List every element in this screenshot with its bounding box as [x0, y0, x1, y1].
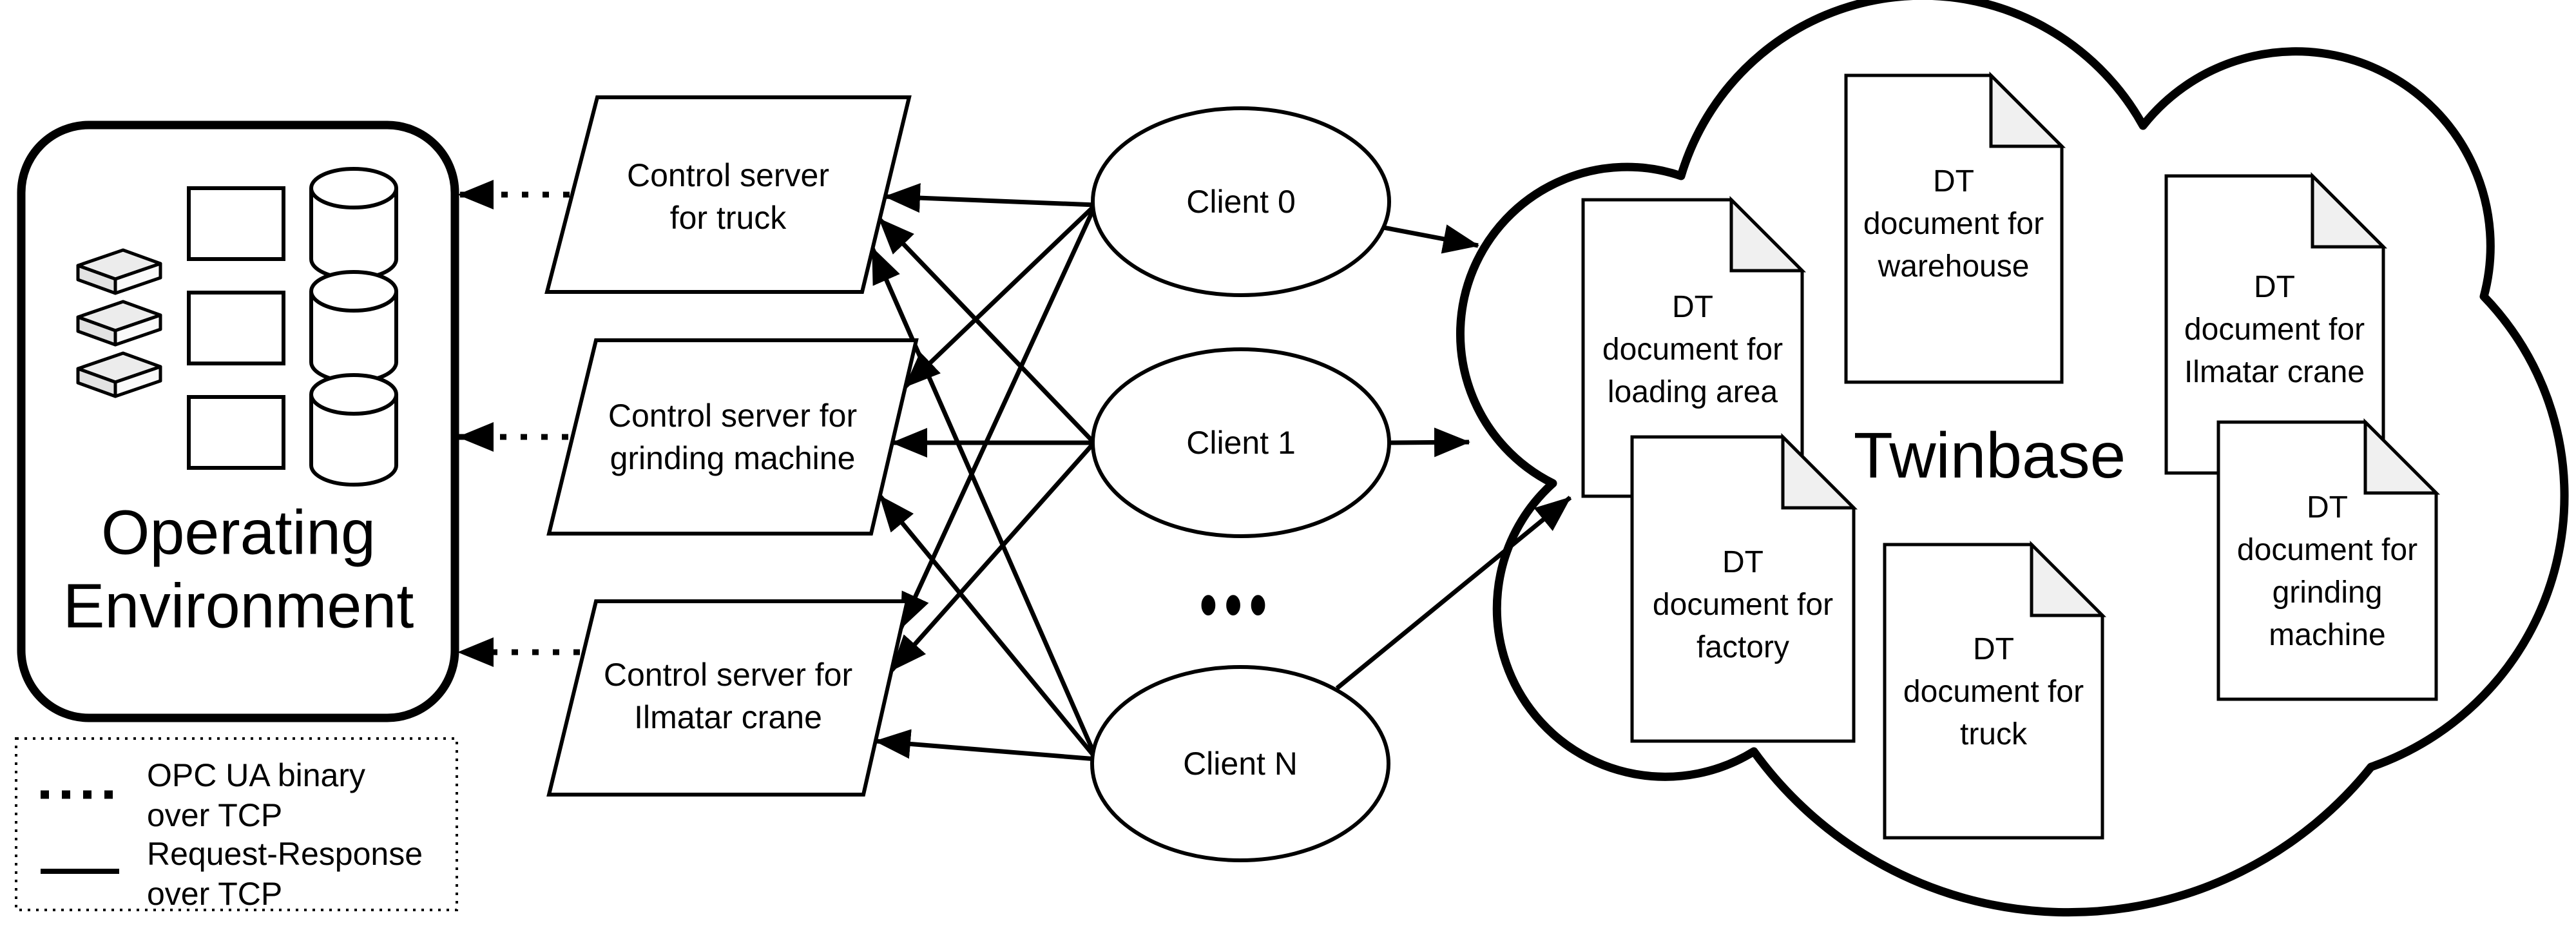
slab-stack-icon: [76, 248, 162, 398]
arrow-clientN-ilmatar-server: [874, 729, 1097, 762]
arrow-clientN-cloud: [1335, 496, 1572, 690]
arrow-client0-truck-server: [884, 183, 1096, 213]
dt-document-grinding-machine-label: DT document for grinding machine: [2236, 490, 2418, 652]
arrow-clientN-grinding-server: [878, 494, 1099, 761]
client-cloud-arrows: [1335, 224, 1572, 690]
dt-document-truck: [1883, 540, 2107, 840]
process-squares-icon: [187, 186, 285, 470]
dt-document-grinding-machine: [2216, 418, 2441, 701]
client-1-label: Client 1: [1186, 425, 1296, 461]
server-ilmatar-crane-label: Control server for Ilmatar crane: [603, 657, 853, 735]
arrow-client0-cloud: [1383, 224, 1479, 254]
operating-environment-label: Operating Environment: [62, 497, 414, 641]
arrow-client1-ilmatar-server: [890, 441, 1096, 672]
client-0-ellipse: [1091, 106, 1391, 297]
client-N-label: Client N: [1183, 746, 1298, 782]
dt-document-truck-label: DT document for truck: [1903, 632, 2084, 751]
control-servers: [544, 95, 919, 797]
legend-item-opc-ua-label: OPC UA binary over TCP: [147, 757, 366, 833]
client-0-label: Client 0: [1186, 184, 1296, 220]
database-cylinders-icon: [309, 167, 398, 487]
dt-document-ilmatar-crane: [2164, 171, 2388, 475]
dt-document-warehouse-label: DT document for warehouse: [1863, 164, 2044, 284]
server-parallelogram-grinding-machine: [546, 338, 919, 536]
server-parallelogram-truck: [544, 95, 912, 294]
arrow-client1-cloud: [1389, 427, 1470, 458]
dt-document-loading-area: [1581, 195, 1807, 498]
dt-documents: [1581, 71, 2441, 840]
clients-ellipsis-icon: •••: [1200, 565, 1274, 645]
dt-document-loading-area-label: DT document for loading area: [1602, 290, 1783, 409]
arrow-client0-grinding-server: [903, 203, 1097, 389]
cloud-title: Twinbase: [1853, 420, 2126, 492]
request-response-arrows: [870, 183, 1099, 762]
client-N-ellipse: [1090, 665, 1390, 862]
arrow-clientN-truck-server: [870, 247, 1099, 760]
legend-box: [15, 737, 458, 911]
arrow-client1-truck-server: [878, 217, 1096, 445]
dt-document-ilmatar-crane-label: DT document for Ilmatar crane: [2184, 270, 2365, 389]
legend-item-request-response-label: Request-Response over TCP: [147, 836, 423, 912]
dt-document-factory-label: DT document for factory: [1652, 545, 1834, 664]
server-parallelogram-ilmatar-crane: [546, 599, 910, 797]
dt-document-factory: [1630, 432, 1858, 743]
server-truck-label: Control server for truck: [627, 157, 829, 236]
dt-document-warehouse: [1844, 71, 2066, 384]
server-grinding-machine-label: Control server for grinding machine: [608, 398, 858, 476]
client-1-ellipse: [1091, 347, 1391, 538]
client-nodes: [1090, 106, 1391, 862]
